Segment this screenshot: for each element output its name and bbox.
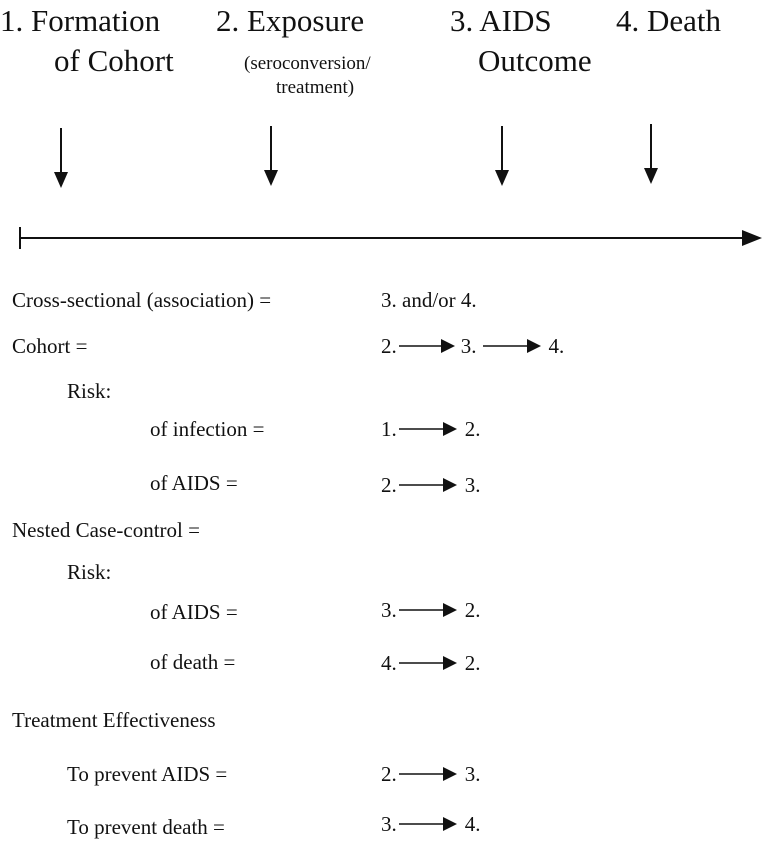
down-arrow-death: [644, 124, 658, 184]
prevent-aids-label: To prevent AIDS =: [67, 762, 228, 786]
time-axis: [19, 227, 762, 249]
cohort-step-1: 2.: [381, 334, 397, 358]
arrow-right-icon: [397, 598, 459, 622]
cohort-step-2: 3.: [460, 334, 477, 358]
cohort-risk-label: Risk:: [67, 379, 112, 403]
arrow-right-icon: [481, 334, 543, 358]
down-arrow-aids: [495, 126, 509, 186]
of-infection-sequence: 1. 2.: [381, 417, 481, 441]
prevent-death-from: 3.: [381, 812, 397, 836]
nested-of-death-to: 2.: [464, 651, 481, 675]
down-arrow-formation: [54, 128, 68, 188]
down-arrow-exposure: [264, 126, 278, 186]
stage-1-subtitle: of Cohort: [54, 43, 174, 78]
stage-2-subtitle: (seroconversion/: [244, 53, 371, 74]
arrow-right-icon: [397, 762, 459, 786]
of-infection-from: 1.: [381, 417, 397, 441]
prevent-death-to: 4.: [464, 812, 481, 836]
nested-of-death-sequence: 4. 2.: [381, 651, 481, 675]
prevent-aids-to: 3.: [464, 762, 481, 786]
arrow-right-icon: [397, 812, 459, 836]
prevent-death-sequence: 3. 4.: [381, 812, 481, 836]
arrow-right-icon: [397, 334, 457, 358]
nested-of-aids-to: 2.: [464, 598, 481, 622]
prevent-aids-sequence: 2. 3.: [381, 762, 481, 786]
of-infection-label: of infection =: [150, 417, 265, 441]
nested-risk-label: Risk:: [67, 560, 112, 584]
treatment-effectiveness-label: Treatment Effectiveness: [12, 708, 216, 732]
cross-sectional-label: Cross-sectional (association) =: [12, 288, 272, 312]
stage-3-subtitle: Outcome: [478, 43, 592, 78]
stage-1-title: 1. Formation: [0, 3, 161, 38]
stage-3-title: 3. AIDS: [450, 3, 552, 38]
prevent-aids-from: 2.: [381, 762, 397, 786]
cohort-sequence: 2. 3. 4.: [381, 334, 564, 358]
cross-sectional-value: 3. and/or 4.: [381, 288, 477, 312]
timeline-diagram: [19, 124, 762, 249]
arrow-right-icon: [397, 651, 459, 675]
of-aids-to: 3.: [464, 473, 481, 497]
nested-of-death-from: 4.: [381, 651, 397, 675]
arrow-right-icon: [397, 473, 459, 497]
of-aids-sequence: 2. 3.: [381, 473, 481, 497]
stage-4-title: 4. Death: [616, 3, 722, 38]
nested-case-control-label: Nested Case-control =: [12, 518, 200, 542]
nested-of-death-label: of death =: [150, 650, 236, 674]
stage-2-title: 2. Exposure: [216, 3, 365, 38]
prevent-death-label: To prevent death =: [67, 815, 225, 839]
nested-of-aids-label: of AIDS =: [150, 600, 238, 624]
arrow-right-icon: [397, 417, 459, 441]
of-aids-from: 2.: [381, 473, 397, 497]
cohort-label: Cohort =: [12, 334, 88, 358]
cohort-step-3: 4.: [548, 334, 565, 358]
of-aids-label: of AIDS =: [150, 471, 238, 495]
nested-of-aids-sequence: 3. 2.: [381, 598, 481, 622]
nested-of-aids-from: 3.: [381, 598, 397, 622]
of-infection-to: 2.: [464, 417, 481, 441]
stage-2-subtitle-2: treatment): [276, 77, 355, 98]
